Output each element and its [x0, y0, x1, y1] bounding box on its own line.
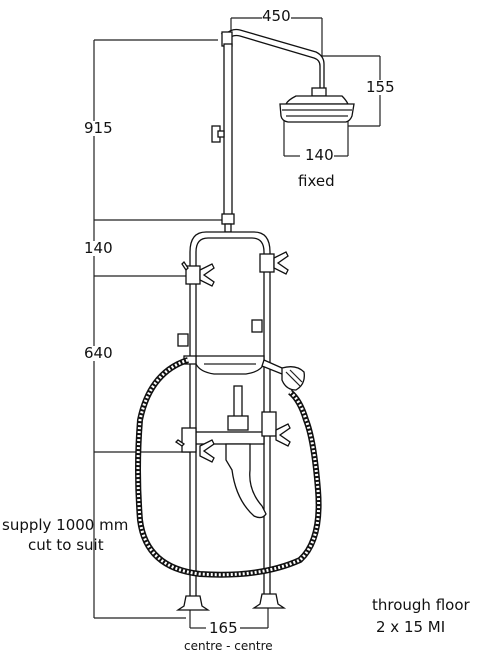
floor-flanges — [175, 593, 287, 611]
head-diameter-dimension-line — [283, 120, 349, 157]
shower-head — [279, 87, 355, 123]
head-height-label: 155 — [366, 78, 395, 96]
riser-height-label: 915 — [84, 119, 113, 137]
hose-supply-line2: cut to suit — [28, 536, 104, 554]
bath-filler — [174, 385, 291, 519]
arm-length-label: 450 — [262, 7, 291, 25]
centres-dimension-line — [189, 608, 269, 629]
upper-spacing-label: 140 — [84, 239, 113, 257]
lower-right-valve — [261, 411, 291, 447]
shower-hose — [135, 357, 322, 578]
floor-note-line1: through floor — [372, 596, 470, 614]
upper-right-valve — [259, 251, 289, 275]
left-dimension-line — [93, 39, 224, 619]
floor-note-line2: 2 x 15 MI — [376, 618, 446, 636]
hose-supply-line1: supply 1000 mm — [2, 516, 129, 534]
lower-left-valve — [174, 427, 215, 463]
shower-arm — [220, 28, 325, 91]
centres-note-label: centre - centre — [184, 639, 273, 653]
head-fixed-label: fixed — [298, 172, 335, 190]
hand-shower — [261, 359, 305, 391]
head-diameter-label: 140 — [305, 146, 334, 164]
u-frame — [177, 231, 289, 601]
upper-left-valve — [181, 260, 215, 287]
riser-pipe — [211, 43, 235, 233]
handset-cradle — [183, 355, 265, 375]
lower-height-label: 640 — [84, 344, 113, 362]
pipe-centres-label: 165 — [209, 619, 238, 637]
